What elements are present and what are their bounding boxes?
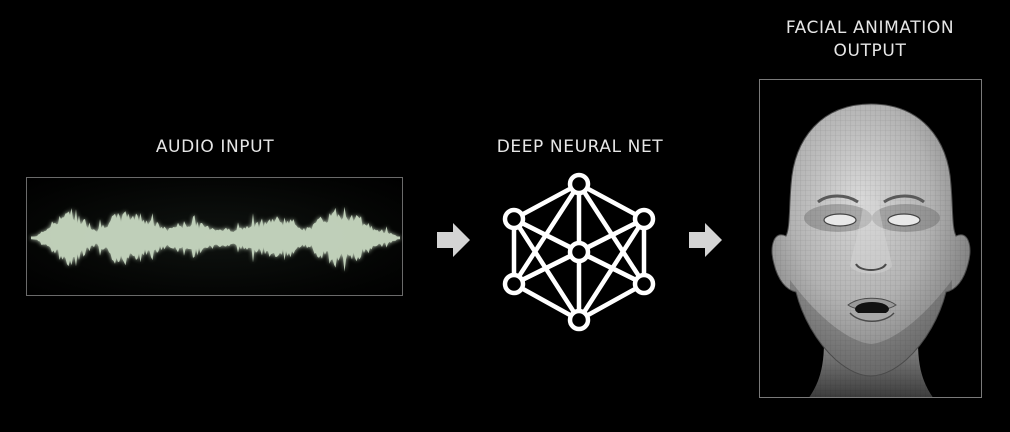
audio-input-label: AUDIO INPUT	[155, 137, 275, 157]
open-mouth	[855, 302, 889, 316]
right-arrow-icon	[437, 223, 470, 257]
neural-network-icon	[502, 172, 656, 332]
network-node	[567, 308, 591, 332]
deep-neural-net-label: DEEP NEURAL NET	[496, 137, 664, 157]
facial-animation-label-line1: FACIAL ANIMATION	[785, 18, 955, 38]
wireframe-face-render	[771, 103, 971, 397]
right-eye	[887, 213, 921, 227]
audio-waveform-icon	[31, 206, 400, 272]
network-node	[567, 240, 591, 264]
network-node	[502, 272, 526, 296]
network-node	[632, 272, 656, 296]
network-node	[632, 207, 656, 231]
facial-animation-output-panel	[759, 79, 982, 398]
facial-animation-label-line2: OUTPUT	[833, 41, 907, 61]
right-arrow-icon	[689, 223, 722, 257]
facial-animation-output-label: FACIAL ANIMATION OUTPUT	[735, 17, 1005, 63]
network-node	[567, 172, 591, 196]
left-eye	[823, 213, 857, 227]
network-node	[502, 207, 526, 231]
audio-waveform-panel	[26, 177, 403, 296]
